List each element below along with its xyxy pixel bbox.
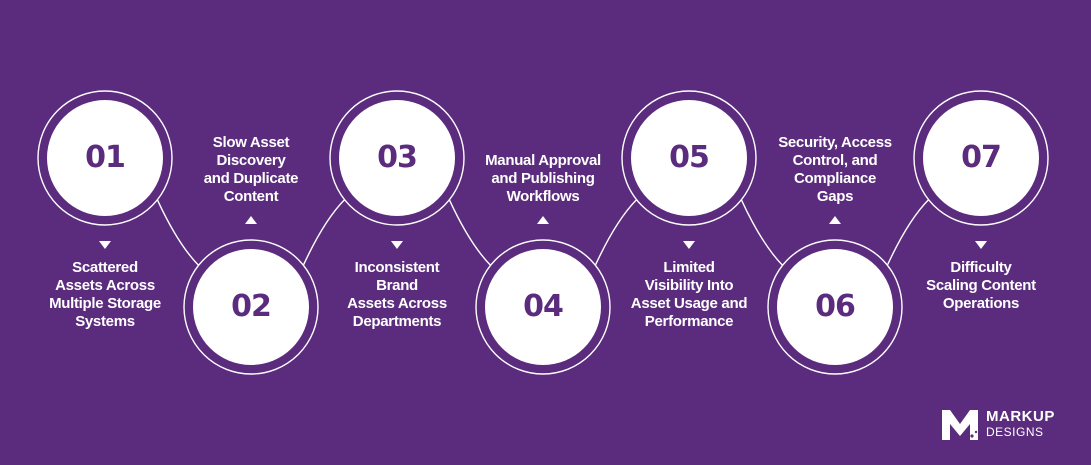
step-number-3: 03	[377, 140, 418, 175]
step-label-4: Manual Approval and Publishing Workflows	[485, 152, 601, 205]
step-ring-2	[183, 239, 319, 375]
step-circle-4	[485, 249, 601, 365]
connector-2	[302, 199, 346, 266]
step-label-3: Inconsistent Brand Assets Across Departm…	[347, 259, 447, 330]
step-circle-7	[923, 100, 1039, 216]
step-arrow-4	[537, 216, 549, 224]
brand-name: MARKUP	[986, 408, 1055, 425]
connector-6	[886, 199, 930, 266]
step-circle-2	[193, 249, 309, 365]
step-ring-3	[329, 90, 465, 226]
step-arrow-7	[975, 241, 987, 249]
connector-1	[156, 199, 200, 266]
step-number-1: 01	[85, 140, 126, 175]
step-arrow-1	[99, 241, 111, 249]
step-label-1: Scattered Assets Across Multiple Storage…	[49, 259, 161, 330]
step-label-7: Difficulty Scaling Content Operations	[926, 259, 1036, 312]
connector-4	[594, 199, 638, 266]
step-circle-3	[339, 100, 455, 216]
connector-3	[448, 199, 492, 266]
step-circle-6	[777, 249, 893, 365]
step-number-5: 05	[669, 140, 710, 175]
step-circle-1	[47, 100, 163, 216]
step-ring-7	[913, 90, 1049, 226]
step-number-6: 06	[815, 289, 856, 324]
step-ring-1	[37, 90, 173, 226]
step-number-7: 07	[961, 140, 1002, 175]
connector-5	[740, 199, 784, 266]
step-number-2: 02	[231, 289, 272, 324]
markup-m-icon	[942, 410, 978, 440]
step-label-6: Security, Access Control, and Compliance…	[778, 134, 892, 205]
step-arrow-3	[391, 241, 403, 249]
step-arrow-5	[683, 241, 695, 249]
step-ring-5	[621, 90, 757, 226]
brand-sub: DESIGNS	[986, 425, 1044, 439]
step-number-4: 04	[523, 289, 564, 324]
step-arrow-6	[829, 216, 841, 224]
brand-logo: MARKUP DESIGNS	[986, 408, 1055, 440]
step-arrow-2	[245, 216, 257, 224]
step-ring-6	[767, 239, 903, 375]
step-label-2: Slow Asset Discovery and Duplicate Conte…	[203, 134, 299, 205]
step-ring-4	[475, 239, 611, 375]
step-circle-5	[631, 100, 747, 216]
step-label-5: Limited Visibility Into Asset Usage and …	[630, 259, 748, 330]
